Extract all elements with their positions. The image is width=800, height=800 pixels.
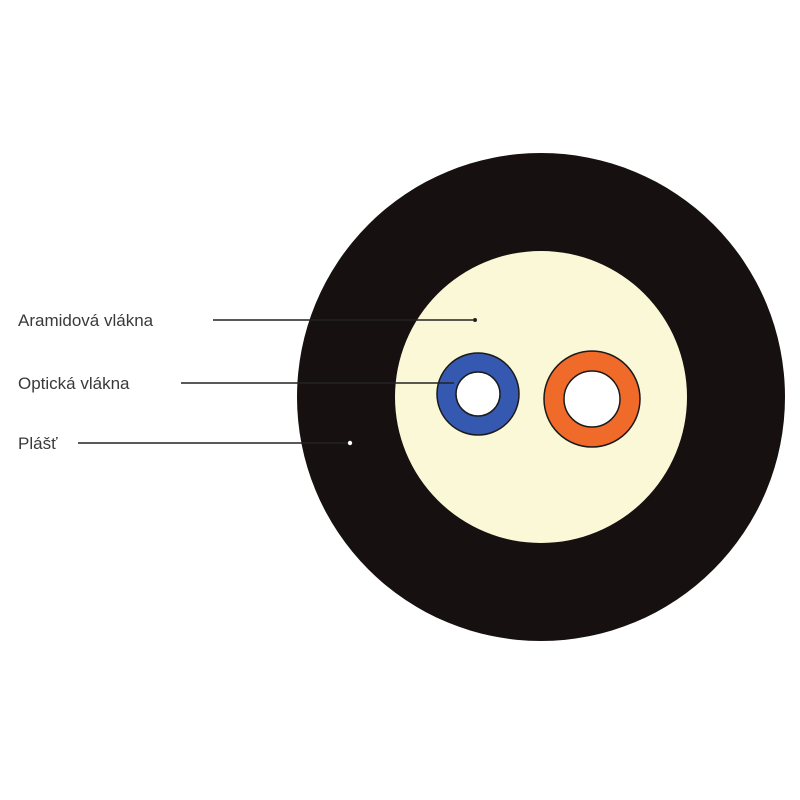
- optical-fiber-blue: [436, 352, 520, 436]
- fiber-orange-core: [563, 370, 621, 428]
- label-jacket: Plášť: [18, 434, 58, 453]
- optical-fiber-orange: [543, 350, 641, 448]
- label-optical-fibers: Optická vlákna: [18, 374, 130, 393]
- label-aramid-fibers: Aramidová vlákna: [18, 311, 154, 330]
- fiber-blue-core: [455, 371, 501, 417]
- jacket-leader-dot: [347, 440, 353, 446]
- aramid-leader-dot: [473, 318, 477, 322]
- aramid-fiber-layer: [395, 251, 687, 543]
